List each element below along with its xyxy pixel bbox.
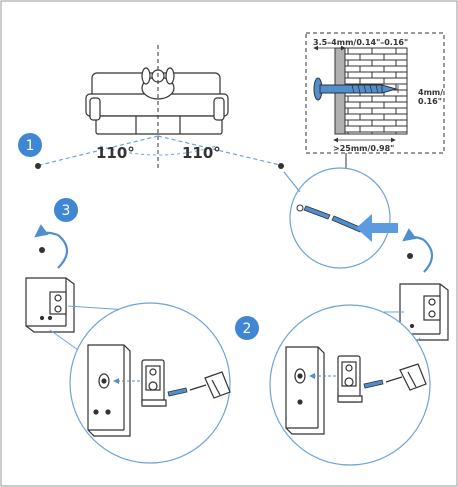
screw-magnifier (289, 167, 391, 269)
speaker-back-icon (87, 344, 131, 437)
screwdriver-icon (385, 363, 427, 391)
screwdriver-icon (189, 371, 231, 399)
anchor-screw-icon (296, 204, 363, 233)
rotate-arrow-icon (423, 239, 434, 273)
screw-icon (363, 379, 384, 389)
wall-bracket-icon (141, 359, 167, 407)
diameter-value-label: 4mm/ (418, 88, 443, 97)
diameter-inch-label: 0.16" (418, 97, 442, 106)
insert-arrow-icon (356, 214, 398, 242)
screw-icon (167, 387, 188, 397)
rotate-arrow-head (34, 224, 59, 238)
right-angle-label: 110° (182, 144, 221, 162)
magnifier-pointer (283, 171, 301, 193)
svg-text:1: 1 (26, 138, 35, 154)
screw-icon (407, 253, 413, 259)
screw-icon (39, 247, 45, 253)
speaker-back-icon (285, 346, 325, 435)
wall-screw-icon (313, 77, 398, 101)
step-1-badge: 1 (18, 133, 42, 157)
left-angle-line (39, 135, 159, 166)
step-3-badge: 3 (54, 198, 78, 222)
screw-icon (278, 163, 284, 169)
rotate-arrow-head (402, 228, 425, 242)
length-label: >25mm/0.98" (333, 144, 394, 153)
speaker-icon (25, 277, 75, 333)
screw-icon (35, 163, 41, 169)
detail-box (305, 32, 445, 154)
wall-bracket-icon (337, 355, 363, 403)
depth-label: 3.5–4mm/0.14"–0.16" (313, 38, 408, 47)
speaker-icon (399, 283, 449, 341)
left-angle-label: 110° (96, 144, 135, 162)
svg-text:3: 3 (62, 203, 71, 219)
angle-arc (99, 145, 217, 156)
sofa-icon (85, 72, 229, 135)
svg-text:2: 2 (243, 321, 252, 337)
step-2-badge: 2 (235, 316, 259, 340)
rotate-arrow-icon (57, 234, 69, 269)
